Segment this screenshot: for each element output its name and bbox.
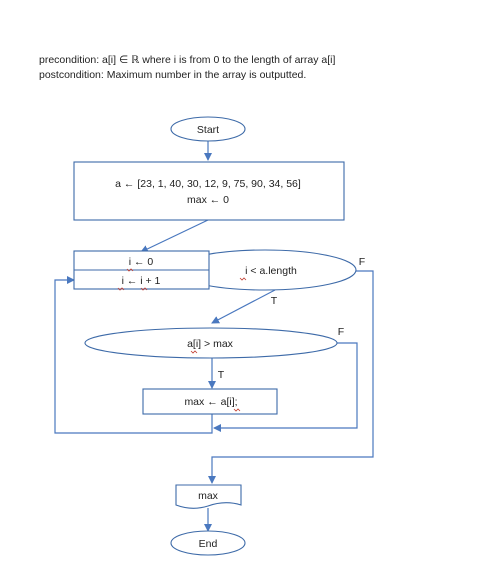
start-label: Start [197, 124, 219, 136]
assign-process-box [142, 388, 278, 415]
start-terminal [170, 116, 246, 142]
init-max-label: max ← 0 [187, 194, 229, 206]
spellcheck-squiggles [117, 268, 247, 412]
loop-false-arrow [208, 270, 374, 484]
loop-true-arrow [211, 289, 276, 324]
loop-true-label: T [271, 295, 278, 307]
loop-false-label: F [359, 256, 365, 268]
precondition-text: precondition: a[i] ∈ ℝ where i is from 0… [39, 54, 336, 66]
connectors [54, 141, 374, 532]
end-label: End [199, 538, 218, 550]
loop-increment-label: i ← i + 1 [122, 275, 161, 287]
compare-false-label: F [338, 326, 344, 338]
assign-label: max ← a[i]; [184, 396, 237, 408]
compare-true-label: T [218, 369, 225, 381]
output-label: max [198, 490, 219, 502]
loop-back-arrow [54, 276, 213, 434]
output-document [175, 484, 242, 509]
loop-condition-label: i < a.length [245, 265, 297, 277]
end-terminal [170, 530, 246, 556]
compare-condition-label: a[i] > max [187, 338, 234, 350]
loop-init-label: i ← 0 [129, 256, 154, 268]
compare-decision [84, 327, 338, 359]
postcondition-text: postcondition: Maximum number in the arr… [39, 69, 307, 81]
init-to-loop-arrow [140, 219, 209, 253]
compare-false-arrow [213, 342, 358, 432]
init-array-label: a ← [23, 1, 40, 30, 12, 9, 75, 90, 34, 5… [115, 178, 301, 190]
init-process-box [73, 161, 345, 221]
